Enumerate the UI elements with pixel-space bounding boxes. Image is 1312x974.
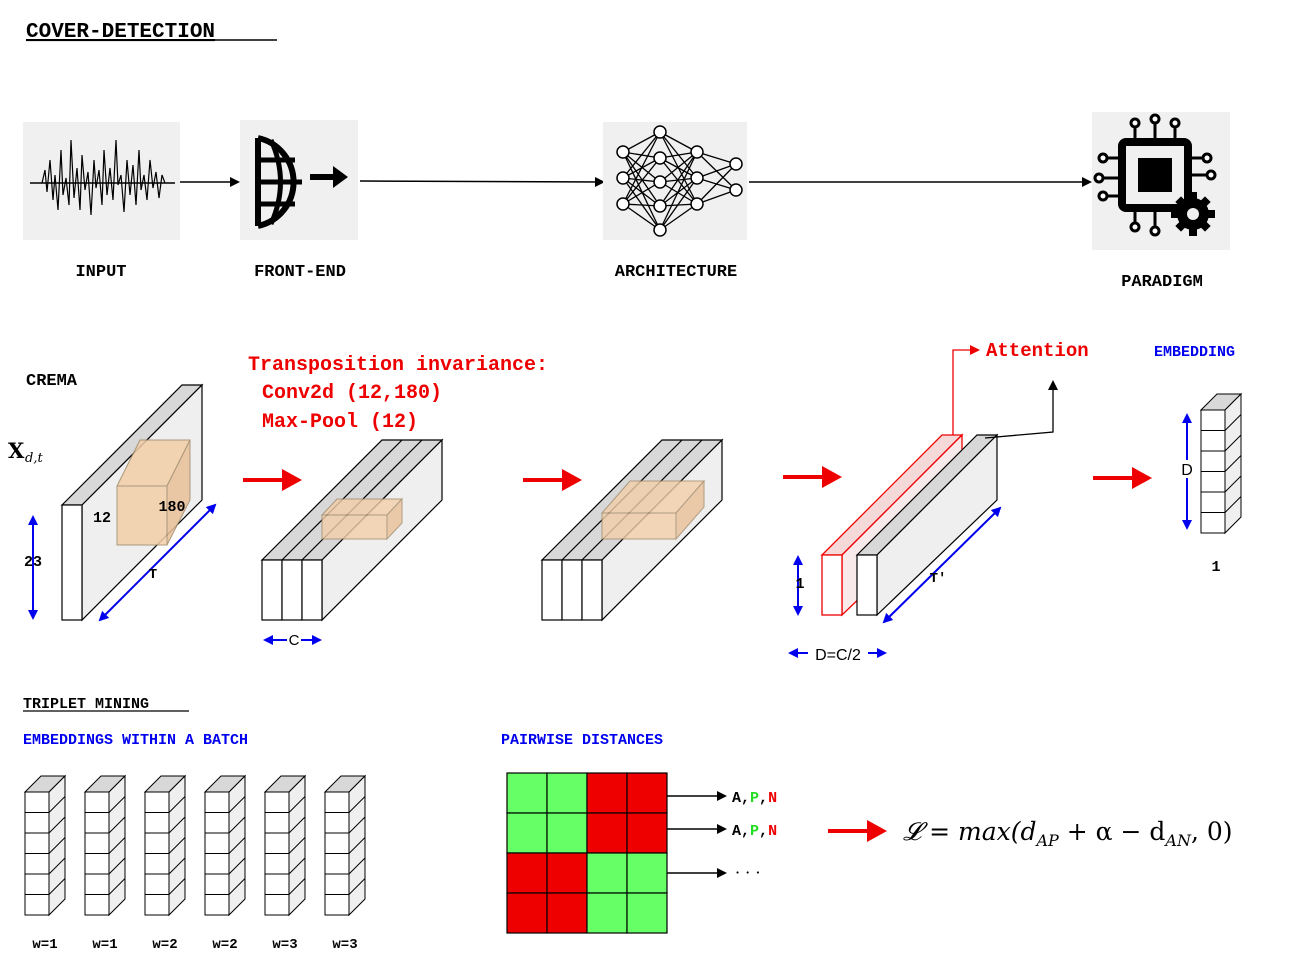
weight-label-5: w=3 <box>272 937 297 953</box>
triplet-row-2: A,P,N <box>732 823 777 840</box>
pipeline-arrow-2 <box>359 176 605 187</box>
time-arrow-1 <box>98 503 217 622</box>
neural-network-icon <box>603 122 747 240</box>
stage-frontend-label: FRONT-END <box>254 263 346 282</box>
embedding-vector <box>1199 392 1243 535</box>
weight-label-6: w=3 <box>332 937 357 953</box>
loss-arrow <box>828 820 887 842</box>
matrix-cell <box>546 892 588 934</box>
transposition-conv: Conv2d (12,180) <box>262 382 442 405</box>
slab-width-label: D=C/2 <box>815 647 861 664</box>
row-ellipsis: · · · <box>735 863 760 882</box>
input-subscript: d,t <box>25 451 43 466</box>
weight-label-3: w=2 <box>152 937 177 953</box>
batch-embedding-4 <box>203 774 247 917</box>
pairwise-label: PAIRWISE DISTANCES <box>501 732 663 749</box>
matrix-cell <box>546 852 588 894</box>
stage-input-label: INPUT <box>75 263 126 282</box>
flow-arrow-1 <box>243 469 302 491</box>
slab-width-label-bg <box>808 644 868 662</box>
input-symbol: X <box>8 438 25 463</box>
matrix-cell <box>586 852 628 894</box>
slab-height-label: 1 <box>795 576 804 593</box>
batch-embedding-5 <box>263 774 307 917</box>
flow-arrow-3 <box>783 466 842 488</box>
embeddings-batch-label: EMBEDDINGS WITHIN A BATCH <box>23 732 248 749</box>
weight-label-1: w=1 <box>32 937 57 953</box>
crema-label: CREMA <box>26 372 78 391</box>
matrix-cell <box>586 892 628 934</box>
stage-paradigm-label: PARADIGM <box>1121 273 1203 292</box>
weight-label-2: w=1 <box>92 937 117 953</box>
time-label-2: T' <box>930 571 947 587</box>
matrix-cell <box>586 772 628 814</box>
matrix-cell <box>586 812 628 854</box>
batch-embeddings <box>23 774 367 917</box>
matrix-cell <box>626 772 668 814</box>
embedding-title: EMBEDDING <box>1154 344 1235 361</box>
kernel-dim-a: 12 <box>93 510 111 527</box>
matrix-cell <box>506 812 548 854</box>
embedding-connector <box>984 380 1058 439</box>
triplet-row-1: A,P,N <box>732 790 777 807</box>
frontend-globe-icon <box>240 120 358 240</box>
batch-weights: w=1 w=1 w=2 w=2 w=3 w=3 <box>32 937 357 953</box>
transposition-pool: Max-Pool (12) <box>262 411 418 434</box>
matrix-cell <box>506 772 548 814</box>
flow-arrow-2 <box>523 469 582 491</box>
weight-label-4: w=2 <box>212 937 237 953</box>
matrix-cell <box>546 812 588 854</box>
pooling-box-2 <box>600 479 706 541</box>
batch-embedding-6 <box>323 774 367 917</box>
matrix-cell <box>546 772 588 814</box>
triplet-title: TRIPLET MINING <box>23 696 149 713</box>
chip-gear-icon <box>1092 112 1230 250</box>
batch-embedding-2 <box>83 774 127 917</box>
loss-formula: 𝓛 = max(dAP + α − dAN, 0) <box>903 817 1233 850</box>
height-label: 23 <box>24 554 42 571</box>
distance-matrix <box>506 772 668 934</box>
channel-label: C <box>289 632 300 649</box>
channel-label-bg <box>287 632 301 648</box>
flow-arrow-4 <box>1093 467 1152 489</box>
embedding-dim-label: D <box>1181 462 1193 479</box>
matrix-cell <box>506 852 548 894</box>
stage-architecture-label: ARCHITECTURE <box>615 263 737 282</box>
embedding-width-label: 1 <box>1211 559 1220 576</box>
time-arrow-2 <box>882 506 1002 624</box>
embedding-dim-bg <box>1178 460 1196 478</box>
pooling-box-1 <box>320 497 404 541</box>
embedding-column <box>1199 392 1243 535</box>
batch-embedding-3 <box>143 774 187 917</box>
page-title: COVER-DETECTION <box>26 21 215 44</box>
attention-connector <box>952 345 980 435</box>
kernel-dim-b: 180 <box>158 499 185 516</box>
batch-embedding-1 <box>23 774 67 917</box>
matrix-cell <box>506 892 548 934</box>
matrix-cell <box>626 892 668 934</box>
transposition-title: Transposition invariance: <box>248 354 548 377</box>
waveform-icon <box>23 122 180 240</box>
matrix-cell <box>626 812 668 854</box>
matrix-cell <box>626 852 668 894</box>
attention-label: Attention <box>986 340 1089 362</box>
time-label-1: T <box>149 567 157 583</box>
